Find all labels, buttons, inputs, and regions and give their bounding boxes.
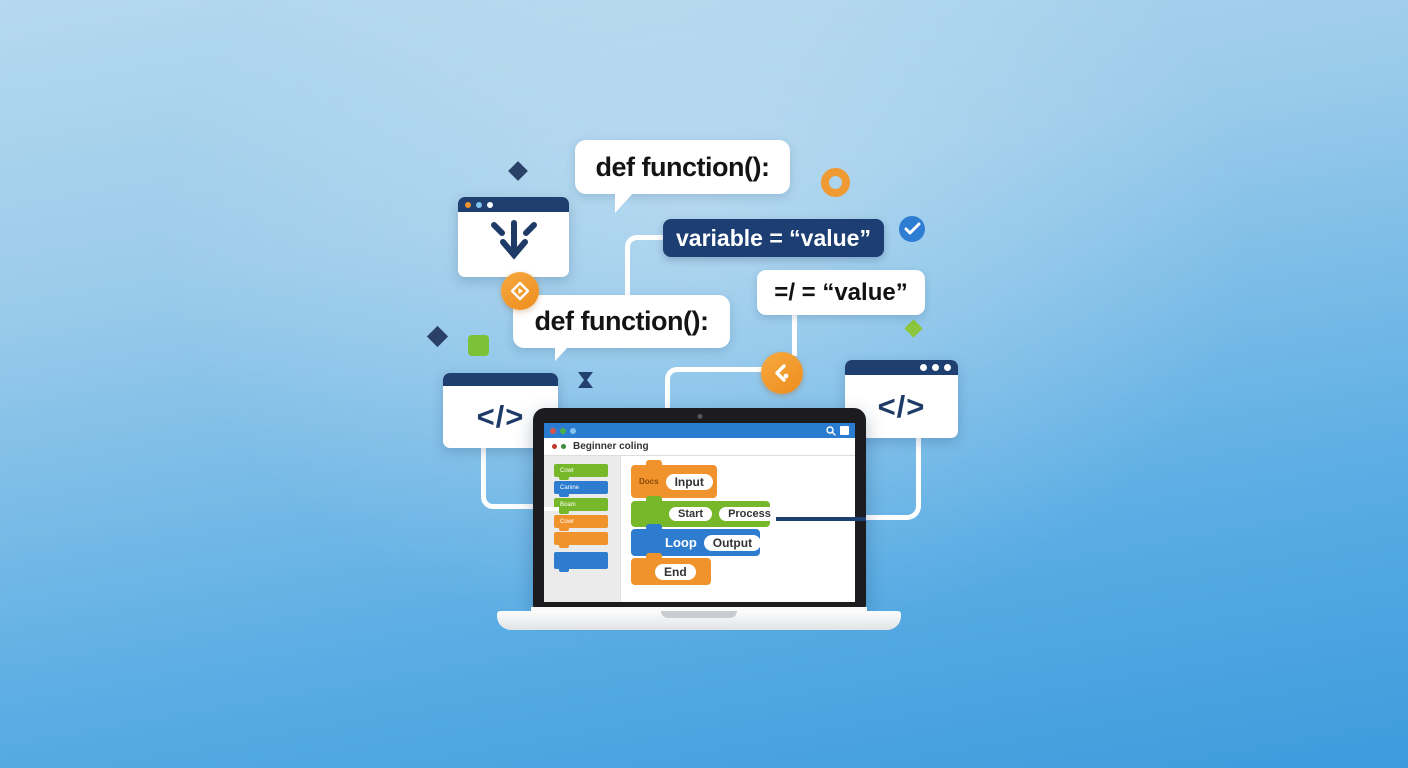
code-bubble-top-text: def function(): xyxy=(595,151,770,182)
palette-block-label: Boam xyxy=(560,501,576,508)
window-dot xyxy=(920,364,927,371)
laptop-screen: Beginner coling Cowt Canine Boam Cowr Do… xyxy=(533,408,866,609)
palette-block-label: Cowr xyxy=(560,518,575,525)
window-dot xyxy=(932,364,939,371)
variable-box: variable = “value” xyxy=(663,219,884,257)
green-diamond-icon xyxy=(904,319,923,338)
end-block[interactable]: End xyxy=(631,553,711,585)
code-window-left-titlebar xyxy=(443,373,558,386)
process-block[interactable]: Start Process xyxy=(631,496,780,527)
start-pill[interactable]: Start xyxy=(669,507,713,521)
palette-block-label: Canine xyxy=(560,484,580,491)
code-diamond-badge-icon xyxy=(501,272,539,310)
palette-block[interactable] xyxy=(554,552,608,572)
browser-dot-red[interactable] xyxy=(550,427,556,434)
browser-dot-blue[interactable] xyxy=(570,427,576,434)
palette-block[interactable] xyxy=(554,532,608,548)
square-icon[interactable] xyxy=(840,426,849,435)
connector-variable-to-bubble xyxy=(625,235,668,301)
code-symbol: </> xyxy=(877,388,926,424)
connector-rightwindow-to-laptop xyxy=(866,438,921,520)
output-pill[interactable]: Output xyxy=(703,534,762,551)
block-canvas: Docs Input Start Process Loop Output End xyxy=(620,456,855,602)
orange-ring-icon xyxy=(821,168,850,197)
bubble-tail xyxy=(555,345,570,361)
connector-badge-to-laptop xyxy=(665,367,768,416)
window-dot xyxy=(487,201,493,208)
variable-box-text: variable = “value” xyxy=(676,224,871,251)
hourglass-icon xyxy=(576,371,595,394)
loop-block-label: Loop xyxy=(665,535,697,550)
tab-dot-green xyxy=(561,444,566,449)
webcam-icon xyxy=(697,414,702,419)
window-dot xyxy=(944,364,951,371)
connector-process-line xyxy=(776,517,866,521)
value-box: =/ = “value” xyxy=(757,270,925,315)
block-palette: Cowt Canine Boam Cowr xyxy=(544,456,620,602)
laptop-display: Beginner coling Cowt Canine Boam Cowr Do… xyxy=(544,423,855,602)
navy-diamond-icon xyxy=(508,161,528,181)
chevron-badge-icon xyxy=(761,352,803,394)
laptop-hinge xyxy=(531,607,867,612)
palette-block-label: Cowt xyxy=(560,467,574,474)
download-arrow-icon xyxy=(486,217,542,272)
browser-titlebar xyxy=(544,423,855,438)
download-window xyxy=(458,197,569,277)
laptop-base-notch xyxy=(661,611,737,618)
code-bubble-mid-text: def function(): xyxy=(534,306,709,336)
connector-stub xyxy=(544,507,559,511)
navy-diamond-icon xyxy=(426,325,449,348)
window-dot xyxy=(476,201,482,208)
window-dot xyxy=(465,201,471,208)
connector-leftwindow-to-laptop xyxy=(481,446,544,509)
browser-tab-row: Beginner coling xyxy=(544,438,855,456)
code-symbol: </> xyxy=(476,399,525,434)
laptop-base xyxy=(497,611,901,630)
code-bubble-mid: def function(): xyxy=(513,295,730,361)
code-window-right: </> xyxy=(845,360,958,438)
palette-block[interactable]: Boam xyxy=(554,498,608,514)
browser-dot-green[interactable] xyxy=(560,427,566,434)
input-block-label: Docs xyxy=(639,477,659,486)
code-bubble-top: def function(): xyxy=(575,140,790,213)
download-window-titlebar xyxy=(458,197,569,212)
value-box-text: =/ = “value” xyxy=(774,278,908,306)
input-block[interactable]: Docs Input xyxy=(631,460,717,498)
check-icon xyxy=(899,216,925,242)
palette-block[interactable]: Canine xyxy=(554,481,608,497)
bubble-tail xyxy=(615,191,635,213)
palette-block[interactable]: Cowr xyxy=(554,515,608,531)
green-square-icon xyxy=(468,335,489,356)
tab-title: Beginner coling xyxy=(573,441,649,452)
process-pill[interactable]: Process xyxy=(719,507,780,521)
search-icon[interactable] xyxy=(826,425,836,436)
loop-block[interactable]: Loop Output xyxy=(631,524,762,556)
code-window-right-titlebar xyxy=(845,360,958,375)
palette-block[interactable]: Cowt xyxy=(554,464,608,480)
input-pill[interactable]: Input xyxy=(665,473,713,490)
end-pill[interactable]: End xyxy=(655,563,696,580)
connector-valuebox-down xyxy=(792,313,797,356)
tab-dot-red xyxy=(552,444,557,449)
